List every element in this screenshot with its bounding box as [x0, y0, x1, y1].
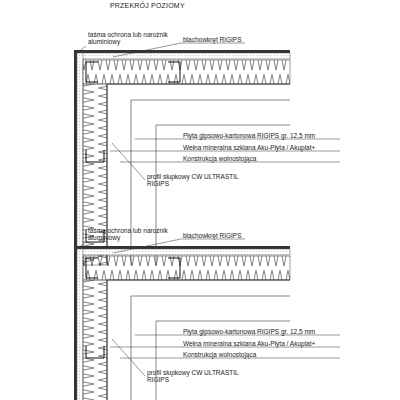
- stud-label: profil słupkowy CW ULTRASTIL RIGIPS: [147, 369, 242, 383]
- screw-label: blachowkręt RIGIPS: [183, 36, 242, 43]
- insulation-label: Wełna mineralna szklana Aku-Płyta / Akup…: [183, 340, 315, 347]
- protection-tape-label: taśma ochrona lub narożnik aluminiowy: [88, 227, 168, 241]
- frame-label: Konstrukcja wolnostojąca: [183, 155, 256, 162]
- protection-tape-label: taśma ochrona lub narożnik aluminiowy: [88, 31, 168, 45]
- screw-label: blachowkręt RIGIPS: [183, 232, 242, 239]
- board-label: Płyta gipsowo-kartonowa RIGIPS gr. 12,5 …: [183, 132, 315, 139]
- frame-label: Konstrukcja wolnostojąca: [183, 351, 256, 358]
- insulation-label: Wełna mineralna szklana Aku-Płyta / Akup…: [183, 144, 315, 151]
- stud-label: profil słupkowy CW ULTRASTIL RIGIPS: [147, 173, 242, 187]
- title: PRZEKRÓJ POZIOMY: [110, 2, 185, 10]
- board-label: Płyta gipsowo-kartonowa RIGIPS gr. 12,5 …: [183, 328, 315, 335]
